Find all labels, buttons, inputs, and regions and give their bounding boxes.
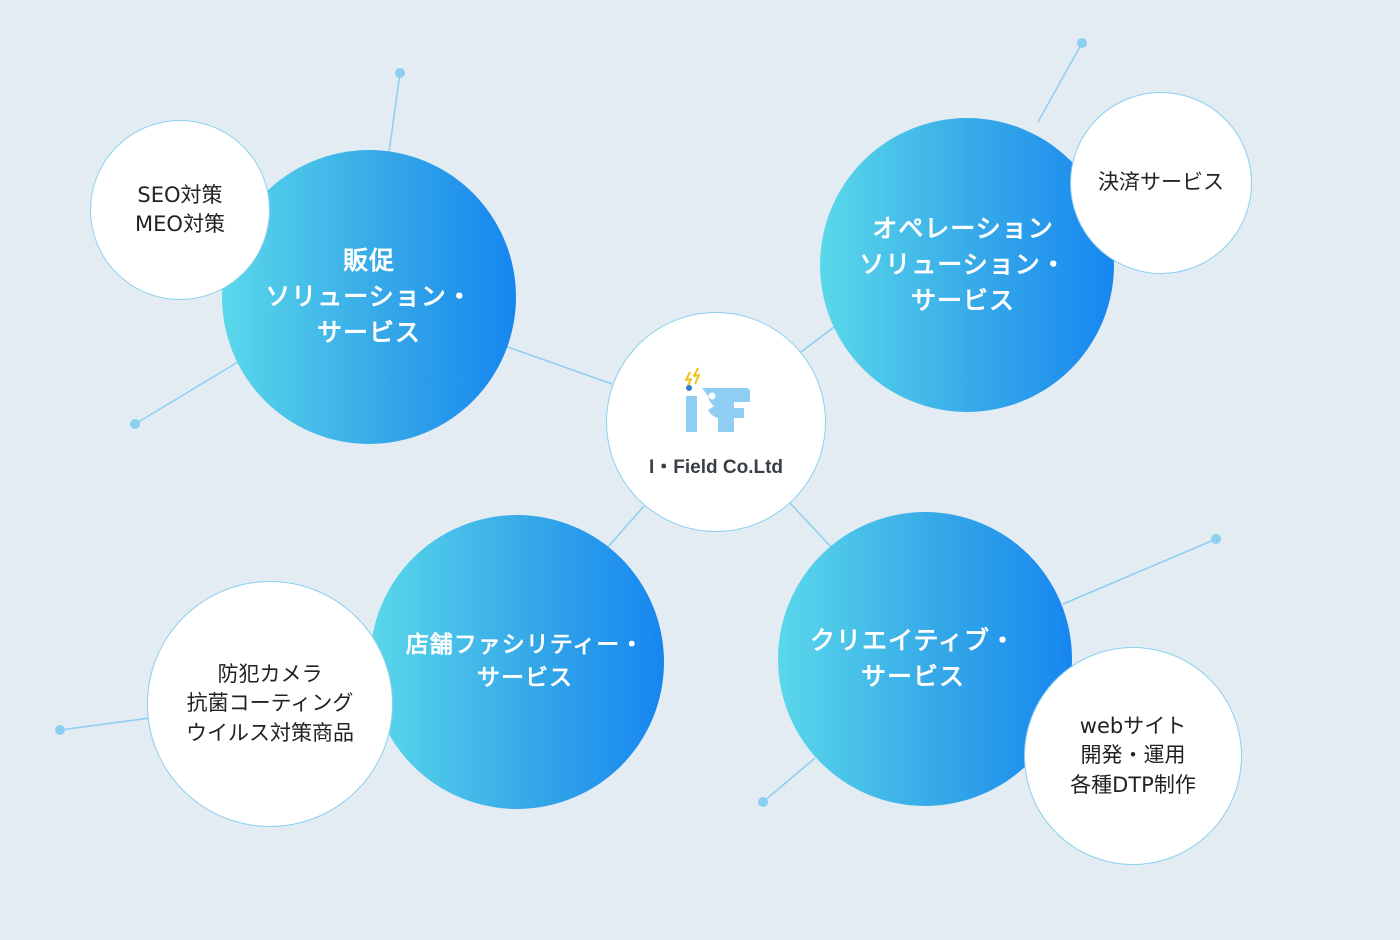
service-detail-facility: 防犯カメラ 抗菌コーティング ウイルス対策商品 <box>186 661 354 745</box>
endpoint-dot <box>130 419 140 429</box>
service-detail-circle-operation: 決済サービス <box>1070 92 1252 274</box>
connector-promotion-branch-top <box>388 72 401 153</box>
connector-center-operation <box>796 323 839 356</box>
connector-creative-branch-bottom <box>762 757 816 803</box>
connector-center-promotion <box>504 345 613 385</box>
service-detail-circle-facility: 防犯カメラ 抗菌コーティング ウイルス対策商品 <box>147 581 393 827</box>
connector-operation-branch-top <box>1037 42 1083 123</box>
connector-promotion-branch-left <box>134 361 239 425</box>
service-title-facility: 店舗ファシリティー・ サービス <box>405 631 645 691</box>
service-detail-circle-creative: webサイト 開発・運用 各種DTP制作 <box>1024 647 1242 865</box>
connector-center-creative <box>788 501 833 549</box>
service-circle-facility: 店舗ファシリティー・ サービス <box>370 515 664 809</box>
service-title-promotion: 販促 ソリューション・ サービス <box>265 245 473 348</box>
service-title-creative: クリエイティブ・ サービス <box>809 625 1016 691</box>
service-detail-promotion: SEO対策 MEO対策 <box>135 182 225 236</box>
service-title-operation: オペレーション ソリューション・ サービス <box>859 213 1067 316</box>
connector-center-facility <box>606 505 645 549</box>
service-detail-creative: webサイト 開発・運用 各種DTP制作 <box>1070 713 1196 797</box>
endpoint-dot <box>1077 38 1087 48</box>
company-name: I・Field Co.Ltd <box>648 456 784 478</box>
service-circle-creative: クリエイティブ・ サービス <box>778 512 1072 806</box>
connector-facility-branch-left <box>59 717 151 731</box>
endpoint-dot <box>395 68 405 78</box>
service-circle-promotion: 販促 ソリューション・ サービス <box>222 150 516 444</box>
service-detail-operation: 決済サービス <box>1098 170 1224 195</box>
endpoint-dot <box>1211 534 1221 544</box>
service-circle-operation: オペレーション ソリューション・ サービス <box>820 118 1114 412</box>
connector-creative-branch-top <box>1062 538 1217 605</box>
company-center-circle: I・Field Co.Ltd <box>606 312 826 532</box>
endpoint-dot <box>758 797 768 807</box>
service-detail-circle-promotion: SEO対策 MEO対策 <box>90 120 270 300</box>
endpoint-dot <box>55 725 65 735</box>
company-logo-icon <box>685 367 750 432</box>
